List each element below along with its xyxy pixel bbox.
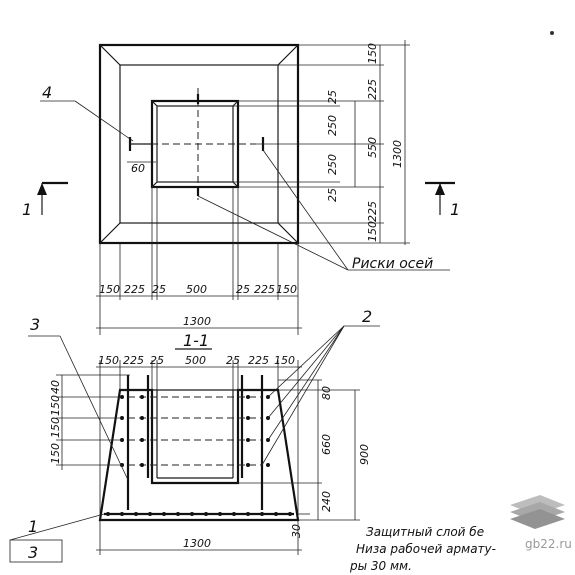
section-dim-30: 30 xyxy=(290,524,303,538)
section-dim-top-6: 150 xyxy=(274,354,295,367)
stray-mark xyxy=(550,31,554,35)
section-dim-left-2: 150 xyxy=(49,417,62,438)
bottom-mesh-dots xyxy=(106,512,292,516)
dim-60-label: 60 xyxy=(131,162,145,175)
callout-2-leader-4 xyxy=(261,325,345,466)
note-line-3: ры 30 мм. xyxy=(349,559,412,573)
watermark: gb22.ru xyxy=(510,495,572,551)
plan-dim-right-6: 225 xyxy=(366,201,379,222)
plan-dim-sub-right: 550 xyxy=(366,137,379,158)
stamp-bottom-label: 3 xyxy=(28,543,38,562)
callout-2-leader-1 xyxy=(267,325,345,398)
section-dim-left-3: 150 xyxy=(49,443,62,464)
callout-4-leader xyxy=(74,100,134,142)
section-dim-left-1: 150 xyxy=(49,395,62,416)
section-dim-right-0: 80 xyxy=(320,386,333,400)
callout-3-label: 3 xyxy=(30,315,40,334)
plan-dim-right-4: 250 xyxy=(326,154,339,175)
section-dim-top-5: 225 xyxy=(248,354,269,367)
plan-dim-right-5: 25 xyxy=(326,188,339,202)
note-line-2: Низа рабочей армату- xyxy=(356,542,496,556)
watermark-text: gb22.ru xyxy=(525,537,572,551)
section-dim-top-4: 25 xyxy=(226,354,240,367)
section-title: 1-1 xyxy=(183,331,209,350)
callout-2-leader-3 xyxy=(267,325,345,441)
plan-dim-bottom-3: 500 xyxy=(186,283,207,296)
plan-dim-bottom-4: 25 xyxy=(236,283,250,296)
callout-3-leader xyxy=(59,335,129,481)
section-view: 1-1 150 225 25 500 25 225 150 xyxy=(9,307,496,573)
plan-dim-bottom-1: 225 xyxy=(124,283,145,296)
plan-dim-bottom-0: 150 xyxy=(99,283,120,296)
plan-dim-right-7: 150 xyxy=(366,221,379,242)
section-marker-right-label: 1 xyxy=(450,200,460,219)
section-dim-right-1: 660 xyxy=(320,434,333,455)
plan-view: 4 60 Риски осей 1 1 150 225 25 xyxy=(22,40,460,335)
plan-dim-right-0: 150 xyxy=(366,43,379,64)
section-dim-top-0: 150 xyxy=(98,354,119,367)
stamp-top-label: 1 xyxy=(28,517,38,536)
axis-marks-leader-1 xyxy=(262,149,349,271)
axis-marks-leader-2 xyxy=(197,195,349,271)
plan-dim-right-3: 250 xyxy=(326,115,339,136)
plan-dim-bottom-6: 150 xyxy=(276,283,297,296)
section-marker-left-label: 1 xyxy=(22,200,32,219)
plan-dim-right-1: 225 xyxy=(366,79,379,100)
section-dim-total-bottom: 1300 xyxy=(183,537,211,550)
section-dim-top-3: 500 xyxy=(185,354,206,367)
plan-dim-total-bottom: 1300 xyxy=(183,315,211,328)
plan-dim-bottom-5: 225 xyxy=(254,283,275,296)
note-line-1: Защитный слой бе xyxy=(366,525,484,539)
stamp-box xyxy=(9,539,63,563)
callout-2-label: 2 xyxy=(362,307,372,326)
section-dim-top-2: 25 xyxy=(150,354,164,367)
section-dim-right-2: 240 xyxy=(320,491,333,512)
axis-marks-label: Риски осей xyxy=(352,256,433,272)
plan-dim-total-right: 1300 xyxy=(391,140,404,168)
plan-dim-right-2: 25 xyxy=(326,90,339,104)
section-dim-total-right: 900 xyxy=(358,444,371,465)
section-dim-left-0: 40 xyxy=(49,380,62,394)
section-dim-top-1: 225 xyxy=(123,354,144,367)
stirrup-dots xyxy=(120,395,270,467)
callout-2-leader-2 xyxy=(267,325,345,419)
callout-4-label: 4 xyxy=(42,83,52,102)
plan-dim-bottom-2: 25 xyxy=(152,283,166,296)
